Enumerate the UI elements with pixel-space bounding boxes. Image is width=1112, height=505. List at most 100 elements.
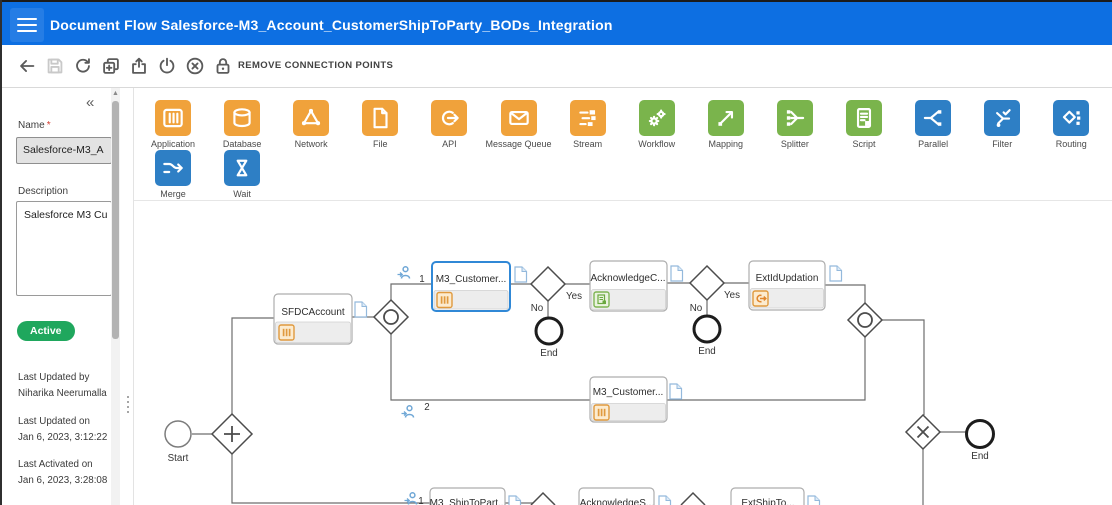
properties-sidebar: « Name* Salesforce-M3_A Description Sale… — [2, 88, 112, 505]
end-event-3[interactable]: End — [965, 419, 995, 463]
document-icon[interactable] — [670, 265, 684, 282]
branch-number-1: 1 — [418, 496, 423, 505]
name-field[interactable]: Salesforce-M3_A — [16, 137, 112, 164]
document-icon[interactable] — [807, 495, 821, 505]
decision-gateway-1[interactable] — [529, 265, 567, 303]
yes-label: Yes — [724, 290, 740, 301]
document-icon[interactable] — [829, 265, 843, 282]
document-icon[interactable] — [658, 495, 672, 505]
palette-item-label: Merge — [160, 189, 186, 199]
cancel-button[interactable] — [182, 54, 208, 80]
copy-button[interactable] — [98, 54, 124, 80]
flow-node-sfdcaccount[interactable]: SFDCAccount — [273, 293, 353, 345]
palette-item-label: Application — [150, 139, 196, 149]
deactivate-button[interactable] — [154, 54, 180, 80]
save-button — [42, 54, 68, 80]
palette-item-application[interactable] — [155, 100, 191, 136]
palette-item-network[interactable] — [293, 100, 330, 136]
svg-text:M3_Customer...: M3_Customer... — [593, 387, 664, 398]
flow-node-extshipto[interactable]: ExtShipTo... — [730, 487, 805, 505]
parallel-gateway[interactable] — [210, 412, 254, 456]
palette-item-wait[interactable] — [224, 150, 261, 186]
exclusive-gateway[interactable] — [904, 413, 942, 451]
palette-item-file[interactable] — [362, 100, 399, 136]
flow-node-m3-shiptoparty[interactable]: M3_ShipToPart... — [429, 487, 507, 505]
palette-item-merge[interactable] — [155, 150, 191, 186]
svg-text:AcknowledgeC...: AcknowledgeC... — [590, 273, 665, 284]
palette-item-filter[interactable] — [984, 100, 1021, 136]
flow-node-m3-customer-2[interactable]: M3_Customer... — [589, 376, 668, 423]
back-button[interactable] — [14, 54, 40, 80]
user-icon — [396, 266, 411, 280]
last-activated-on-label: Last Activated on — [18, 459, 93, 470]
name-label: Name — [18, 120, 45, 131]
page-title: Document Flow Salesforce-M3_Account_Cust… — [50, 17, 613, 33]
palette-item-label: Mapping — [708, 139, 744, 149]
sidebar-collapse-button[interactable]: « — [86, 94, 94, 111]
palette-item-routing[interactable] — [1053, 100, 1090, 136]
refresh-icon — [76, 57, 90, 73]
inclusive-gateway-1[interactable] — [372, 298, 410, 336]
svg-text:M3_ShipToPart...: M3_ShipToPart... — [430, 498, 507, 505]
export-icon — [132, 57, 146, 74]
palette-item-workflow[interactable] — [638, 100, 675, 136]
document-icon[interactable] — [669, 383, 683, 400]
end-event-1[interactable]: End — [534, 316, 564, 359]
inclusive-gateway-2[interactable] — [846, 301, 884, 339]
last-updated-by-value: Niharika Neerumalla — [18, 388, 107, 399]
workflow-icon — [648, 109, 666, 127]
palette-item-script[interactable] — [846, 100, 882, 136]
document-icon[interactable] — [508, 495, 522, 505]
message-queue-icon — [508, 110, 529, 126]
refresh-button[interactable] — [70, 54, 96, 80]
palette-item-api[interactable] — [431, 100, 468, 136]
last-updated-by-label: Last Updated by — [18, 372, 90, 383]
svg-text:AcknowledgeS...: AcknowledgeS... — [580, 498, 655, 505]
cancel-icon — [186, 57, 204, 74]
palette-item-database[interactable] — [224, 100, 261, 136]
file-icon — [373, 107, 388, 129]
lock-button[interactable] — [210, 54, 236, 80]
palette-item-label: File — [373, 139, 388, 149]
palette-item-mapping[interactable] — [707, 100, 744, 136]
decision-gateway-4[interactable] — [680, 491, 706, 505]
scrollbar-up-arrow-icon[interactable]: ▲ — [112, 90, 119, 97]
scrollbar-thumb[interactable] — [112, 101, 119, 339]
decision-gateway-2[interactable] — [688, 264, 726, 302]
palette-item-label: API — [442, 139, 457, 149]
description-field[interactable]: Salesforce M3 Cu — [16, 201, 112, 296]
user-icon — [400, 405, 415, 419]
status-badge: Active — [17, 321, 75, 341]
document-icon[interactable] — [514, 266, 528, 283]
description-label: Description — [18, 186, 69, 197]
stream-icon — [578, 110, 596, 127]
start-event[interactable]: Start — [164, 420, 192, 464]
palette-item-parallel[interactable] — [915, 100, 952, 136]
hamburger-menu-button[interactable] — [10, 8, 44, 42]
palette-item-label: Workflow — [638, 139, 676, 149]
sidebar-scrollbar[interactable]: ▲ — [111, 88, 120, 505]
app-header: Document Flow Salesforce-M3_Account_Cust… — [2, 0, 1112, 45]
palette-item-message-queue[interactable] — [500, 100, 537, 136]
palette-divider — [134, 200, 1112, 201]
panel-splitter-handle[interactable] — [125, 393, 131, 417]
parallel-icon — [923, 110, 942, 126]
palette-item-label: Routing — [1055, 139, 1087, 149]
flow-node-acknowledges[interactable]: AcknowledgeS... — [578, 487, 655, 505]
decision-gateway-3[interactable] — [530, 491, 556, 505]
end-event-2[interactable]: End — [692, 314, 722, 357]
palette-item-label: Wait — [233, 189, 251, 199]
remove-connection-points-button[interactable]: REMOVE CONNECTION POINTS — [238, 60, 394, 71]
palette-item-splitter[interactable] — [776, 100, 813, 136]
palette-item-label: Stream — [573, 139, 603, 149]
splitter-icon — [786, 110, 805, 126]
palette-item-label: Network — [294, 139, 328, 149]
flow-node-extidupdation[interactable]: ExtIdUpdation — [748, 260, 826, 311]
palette-item-stream[interactable] — [569, 100, 606, 136]
flow-node-acknowledgec[interactable]: AcknowledgeC... — [589, 260, 668, 312]
document-flow-diagram[interactable]: Start SFDCAccount 1 M3_Customer... Yes N… — [134, 200, 1112, 505]
svg-text:End: End — [698, 346, 715, 357]
export-button[interactable] — [126, 54, 152, 80]
flow-node-m3-customer-selected[interactable]: M3_Customer... — [431, 261, 511, 312]
document-icon[interactable] — [354, 301, 368, 318]
